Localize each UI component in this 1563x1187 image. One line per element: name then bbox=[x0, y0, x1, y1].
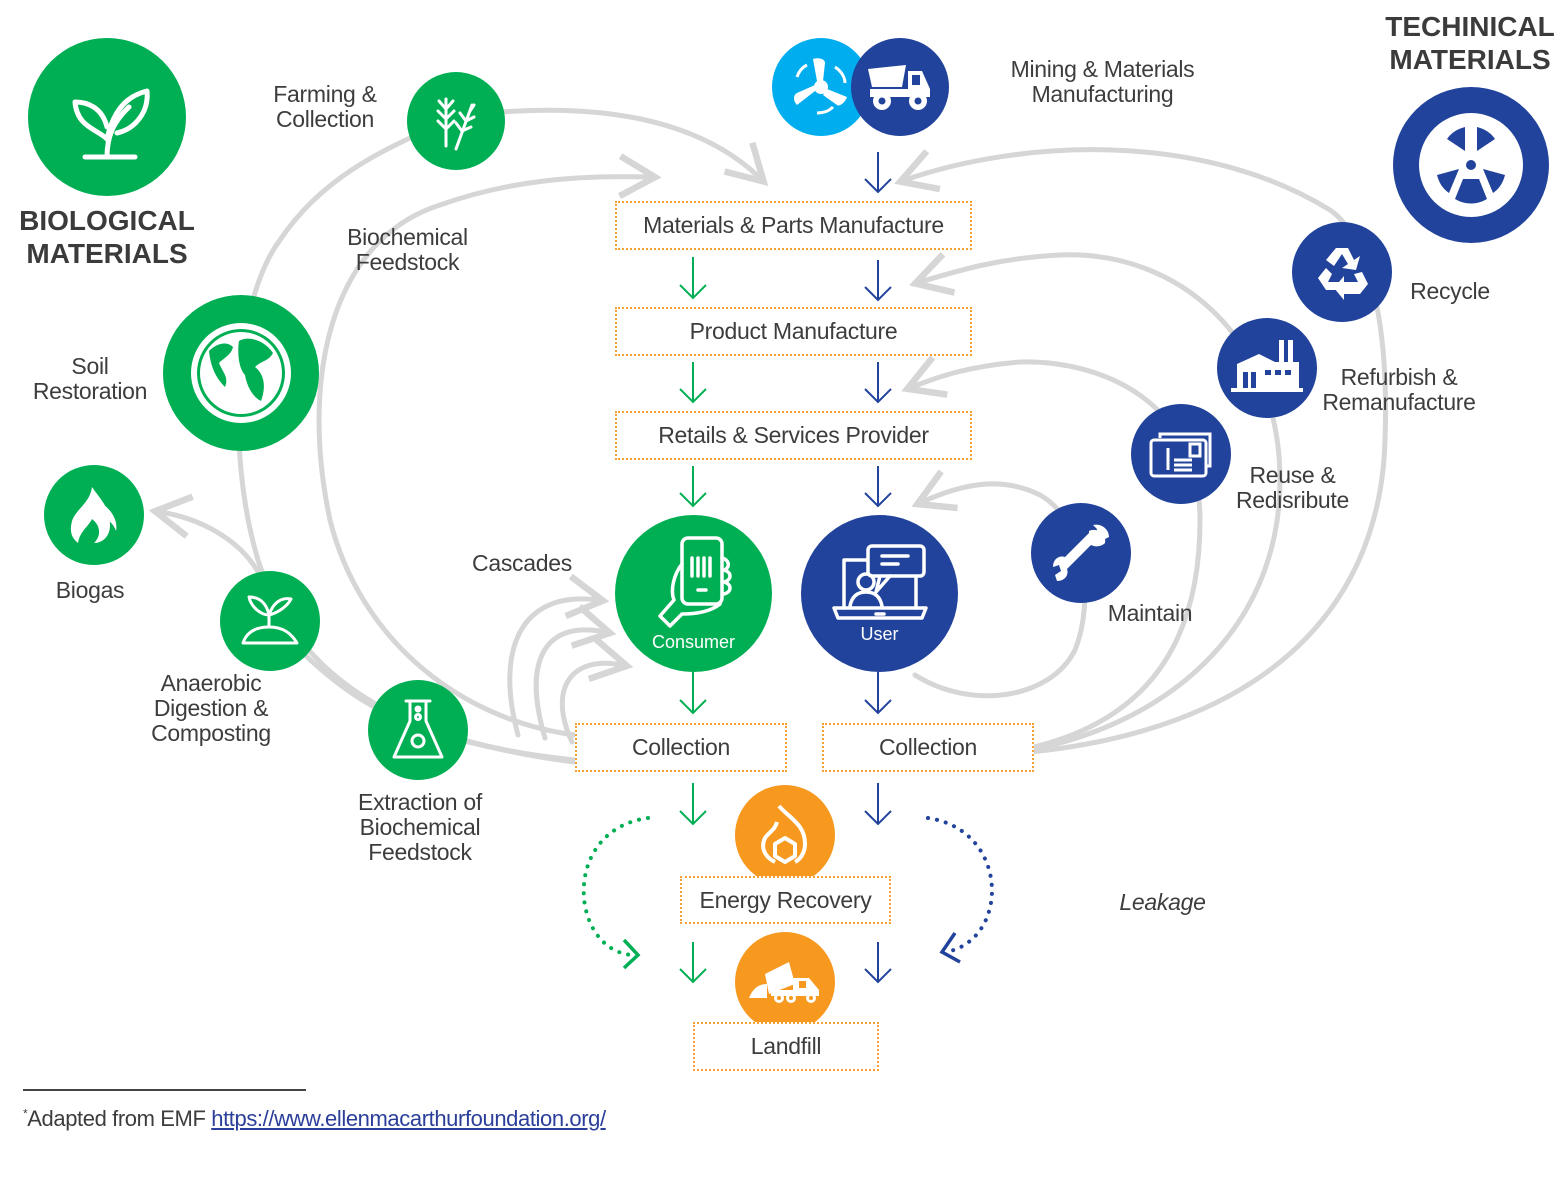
footnote-marker: * bbox=[23, 1106, 28, 1121]
arrow-mining-to-materials bbox=[864, 152, 892, 194]
leakage-arrow-tech bbox=[926, 816, 994, 954]
wheel-icon bbox=[1419, 113, 1523, 217]
extraction-label: Extraction of Biochemical Feedstock bbox=[358, 789, 482, 865]
recycle-node bbox=[1292, 222, 1392, 322]
arrow-tech-collection-down bbox=[864, 783, 892, 826]
arrow-bio-materials-to-product bbox=[679, 257, 707, 300]
collection-tech-box: Collection bbox=[822, 723, 1034, 772]
cascades-label: Cascades bbox=[472, 550, 572, 576]
arc-biogas bbox=[148, 493, 261, 575]
turbine-icon bbox=[794, 58, 847, 115]
extraction-node bbox=[368, 680, 468, 780]
mining-label: Mining & Materials Manufacturing bbox=[1010, 56, 1195, 107]
maintain-label: Maintain bbox=[1107, 600, 1193, 626]
arrow-bio-collection-down bbox=[679, 783, 707, 826]
arrow-bio-product-to-retail bbox=[679, 362, 707, 404]
collection-bio-box: Collection bbox=[575, 723, 787, 772]
consumer-label: Consumer bbox=[651, 632, 736, 652]
anaerobic-node bbox=[220, 571, 320, 671]
plant-soil-icon bbox=[241, 595, 299, 645]
arc-extraction-collection bbox=[457, 737, 578, 765]
leakage-label: Leakage bbox=[1119, 889, 1206, 915]
footnote-text: Adapted from EMF bbox=[27, 1106, 212, 1131]
phone-hand-icon bbox=[657, 536, 732, 628]
dump-truck-landfill-icon bbox=[749, 962, 819, 1003]
footnote: *Adapted from EMF https://www.ellenmacar… bbox=[23, 1106, 606, 1132]
mining-truck-node bbox=[851, 38, 949, 136]
energy-recovery-box: Energy Recovery bbox=[680, 876, 891, 924]
maintain-node bbox=[1031, 503, 1131, 603]
biological-materials-heading: BIOLOGICAL MATERIALS bbox=[19, 205, 195, 269]
product-manufacture-box: Product Manufacture bbox=[615, 307, 972, 356]
biogas-node bbox=[44, 465, 144, 565]
farming-label: Farming & Collection bbox=[273, 81, 377, 132]
landfill-box: Landfill bbox=[693, 1022, 879, 1071]
arrow-bio-to-landfill bbox=[679, 942, 707, 984]
laptop-chat-icon bbox=[831, 544, 928, 620]
arrow-consumer-to-collection bbox=[679, 672, 707, 715]
farming-node bbox=[407, 72, 505, 170]
leakage-arrow-bio-head bbox=[622, 938, 641, 970]
biogas-label: Biogas bbox=[55, 577, 125, 603]
factory-icon bbox=[1231, 340, 1303, 392]
soil-restoration-node bbox=[163, 295, 319, 451]
materials-parts-box: Materials & Parts Manufacture bbox=[615, 201, 972, 250]
landfill-node bbox=[735, 932, 835, 1032]
recycle-icon bbox=[1318, 248, 1368, 300]
arrow-tech-to-landfill bbox=[864, 942, 892, 984]
user-node: User bbox=[801, 515, 958, 672]
footnote-divider bbox=[23, 1089, 306, 1091]
reuse-node bbox=[1131, 404, 1231, 504]
wrench-icon bbox=[1053, 524, 1109, 581]
user-label: User bbox=[860, 624, 899, 644]
flame-icon bbox=[70, 487, 117, 543]
arrow-user-to-collection bbox=[864, 672, 892, 715]
technical-materials-heading: TECHINICAL MATERIALS bbox=[1385, 11, 1555, 75]
arc-cascade-3 bbox=[559, 637, 634, 745]
refurbish-label: Refurbish & Remanufacture bbox=[1322, 364, 1476, 415]
recycle-label: Recycle bbox=[1410, 278, 1490, 304]
energy-recovery-node bbox=[735, 785, 835, 885]
footnote-link[interactable]: https://www.ellenmacarthurfoundation.org… bbox=[211, 1106, 606, 1131]
wheat-icon bbox=[436, 97, 476, 151]
arc-cascade-2 bbox=[533, 604, 617, 741]
arrow-bio-retail-to-consumer bbox=[679, 466, 707, 508]
retail-box: Retails & Services Provider bbox=[615, 411, 972, 460]
soil-restoration-label: Soil Restoration bbox=[32, 353, 148, 404]
anaerobic-label: Anaerobic Digestion & Composting bbox=[151, 670, 271, 746]
arrow-tech-materials-to-product bbox=[864, 260, 892, 302]
fire-hexagon-icon bbox=[761, 804, 807, 864]
reuse-label: Reuse & Redisribute bbox=[1235, 462, 1350, 513]
flask-icon bbox=[392, 699, 444, 759]
biological-materials-node bbox=[28, 38, 186, 196]
arrow-tech-product-to-retail bbox=[864, 362, 892, 404]
arc-cascade-1 bbox=[507, 573, 610, 738]
globe-icon bbox=[191, 323, 291, 423]
postcard-icon bbox=[1149, 432, 1212, 478]
consumer-node: Consumer bbox=[615, 515, 772, 672]
biochemical-feedstock-label: Biochemical Feedstock bbox=[347, 224, 468, 275]
technical-materials-node bbox=[1393, 87, 1549, 243]
leakage-arrow-bio bbox=[581, 816, 650, 957]
arrow-tech-retail-to-user bbox=[864, 466, 892, 508]
arc-farming-to-materials bbox=[467, 107, 769, 187]
arc-biochemical-feedstock bbox=[316, 153, 662, 738]
sprout-icon bbox=[72, 88, 150, 160]
dump-truck-icon bbox=[868, 65, 930, 110]
refurbish-node bbox=[1217, 318, 1317, 418]
leakage-arrow-tech-head bbox=[939, 932, 961, 964]
